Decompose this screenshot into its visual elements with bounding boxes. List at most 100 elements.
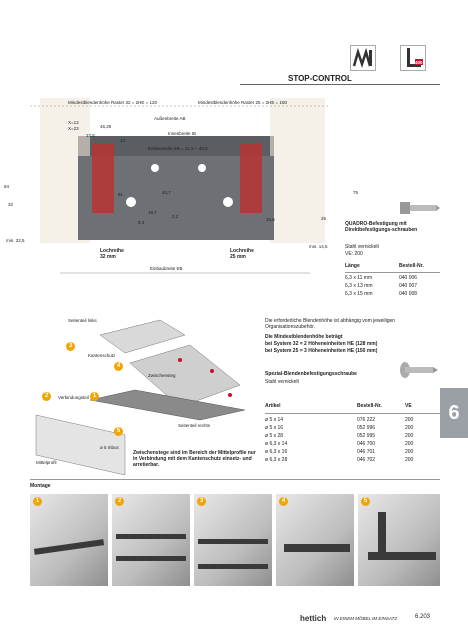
chapter-tab: 6 <box>440 388 468 438</box>
quadro-line1: Stahl vernickelt <box>345 244 379 250</box>
label-32: 32 <box>8 202 14 207</box>
quadro-row-1-nr: 040 006 <box>399 275 418 281</box>
label-lochreihe-32: Lochreihe 32 mm <box>100 248 124 260</box>
label-einbauweite: Einbauweite EB = 2x X – 40,6 <box>148 146 208 151</box>
label-75: 75 <box>353 190 359 195</box>
label-min-height-25: Mindestblendenhöhe Raster 25 = 2HE = 150 <box>198 100 288 105</box>
quadro-col-bestell: Bestell-Nr. <box>399 263 424 269</box>
spezial-row-3-ve: 200 <box>405 433 414 439</box>
montage-step-3: 3 <box>197 497 206 506</box>
montage-step-5: 5 <box>361 497 370 506</box>
page-number: 6.203 <box>415 614 431 620</box>
montage-photo-2: 2 <box>112 494 190 586</box>
spezial-row-6-art: ø 6,3 x 28 <box>265 457 288 463</box>
spezial-row-5-ve: 200 <box>405 449 414 455</box>
montage-step-4: 4 <box>279 497 288 506</box>
info-p4: bei System 25 = 3 Höheneinheiten HE (150… <box>265 348 378 354</box>
quadro-screw-icon <box>400 198 440 218</box>
header-divider <box>240 84 440 85</box>
spezial-row-6-ve: 200 <box>405 457 414 463</box>
quadro-row-2-nr: 040 007 <box>399 283 418 289</box>
quadro-row-1-len: 6,3 x 11 mm <box>345 275 373 281</box>
label-aussenbreite: Außenbreite AB <box>154 116 186 121</box>
brand-logo: hettich <box>300 614 327 623</box>
label-verbindungsteil: Verbindungsteil <box>58 395 89 400</box>
spezial-col-ve: VE <box>405 403 412 409</box>
info-p3: bei System 32 = 2 Höheneinheiten HE (128… <box>265 341 378 347</box>
assembly-drawing: Seitenteil links Kantenschutz Zwischenst… <box>30 315 260 476</box>
label-13: 13 <box>120 138 126 143</box>
montage-photo-5: 5 <box>358 494 440 586</box>
stop-control-icon <box>350 45 376 71</box>
label-innenbreite: Innenbreite IB <box>168 131 197 136</box>
spezial-row-1-nr: 076 222 <box>357 417 376 423</box>
montage-photo-3: 3 <box>194 494 272 586</box>
quadro-row-3-nr: 040 008 <box>399 291 418 297</box>
label-15-6: 15,6 <box>266 217 275 222</box>
callout-5: 5 <box>114 427 123 436</box>
label-46-25: 46,25 <box>100 124 112 129</box>
label-seitenteil-rechts: Seitenteil rechts <box>178 423 211 428</box>
label-91: 91 <box>118 192 124 197</box>
spezial-row-4-art: ø 6,3 x 14 <box>265 441 288 447</box>
montage-photo-4: 4 <box>276 494 354 586</box>
label-min-22-5: min. 22,5 <box>6 238 25 243</box>
callout-1: 1 <box>90 392 99 401</box>
spezial-row-3-art: ø 5 x 28 <box>265 433 284 439</box>
quadro-line2: VE: 200 <box>345 251 363 257</box>
spezial-row-4-ve: 200 <box>405 441 414 447</box>
montage-photo-1: 1 <box>30 494 108 586</box>
assembly-note: Zwischenstege sind im Bereich der Mittel… <box>133 450 256 468</box>
spezial-row-2-ve: 200 <box>405 425 414 431</box>
spezial-row-1-art: ø 5 x 14 <box>265 417 284 423</box>
spezial-row-5-art: ø 6,3 x 16 <box>265 449 288 455</box>
spezial-row-5-nr: 046 701 <box>357 449 376 455</box>
spezial-row-6-nr: 046 702 <box>357 457 376 463</box>
label-84: 84 <box>4 184 10 189</box>
technical-drawing: Mindestblendenhöhe Raster 32 = 2HE = 120… <box>4 98 358 278</box>
spezial-screw-icon <box>400 360 438 380</box>
label-kantenschutz: Kantenschutz <box>88 353 116 358</box>
callout-2: 2 <box>42 392 51 401</box>
spezial-row-1-ve: 200 <box>405 417 414 423</box>
label-25: 25 <box>321 216 327 221</box>
icon-badge: 400 <box>415 60 423 65</box>
label-18-7: 18,7 <box>148 210 157 215</box>
montage-step-2: 2 <box>115 497 124 506</box>
drawing-svg <box>30 98 330 274</box>
spezial-col-artikel: Artikel <box>265 403 281 409</box>
label-x23: X=23 <box>68 126 79 131</box>
spezial-sub: Stahl vernickelt <box>265 379 299 385</box>
label-min-height-32: Mindestblendenhöhe Raster 32 = 2HE = 120 <box>68 100 158 105</box>
spezial-row-2-nr: 052 996 <box>357 425 376 431</box>
label-x13: X=13 <box>68 120 79 125</box>
brand-slogan: IN EINEM MÖBEL IM EINSATZ <box>334 616 398 621</box>
quadro-title: QUADRO-Befestigung mit Direktbefestigung… <box>345 221 418 233</box>
callout-3: 3 <box>66 342 75 351</box>
spezial-row-2-art: ø 5 x 16 <box>265 425 284 431</box>
spezial-row-4-nr: 046 700 <box>357 441 376 447</box>
quadro-row-3-len: 6,3 x 15 mm <box>345 291 373 297</box>
label-min-14-5: min. 14,5 <box>309 244 328 249</box>
info-p2: Die Mindestblendenhöhe beträgt <box>265 334 343 340</box>
label-17-5: 17,5 <box>86 133 95 138</box>
montage-step-1: 1 <box>33 497 42 506</box>
label-zwischensteg: Zwischensteg <box>148 373 176 378</box>
spezial-row-3-nr: 052 995 <box>357 433 376 439</box>
label-schraube: ø 5 Inbus <box>100 445 119 450</box>
spezial-title: Spezial-Blendenbefestigungsschraube <box>265 371 357 377</box>
label-lochreihe-25: Lochreihe 25 mm <box>230 248 254 260</box>
callout-4: 4 <box>114 362 123 371</box>
page-title: STOP-CONTROL <box>288 74 352 83</box>
quadro-col-laenge: Länge <box>345 263 360 269</box>
montage-title: Montage <box>30 483 51 489</box>
height-400-icon: 400 <box>400 45 426 71</box>
quadro-divider <box>345 272 440 273</box>
label-seitenteil-links: Seitenteil links <box>68 318 97 323</box>
label-einbaubreite: Einbaubreite EB <box>150 266 183 271</box>
montage-divider <box>30 479 440 480</box>
label-3-2: 3,2 <box>172 214 179 219</box>
quadro-row-2-len: 6,3 x 13 mm <box>345 283 373 289</box>
label-mittelprofil: Mittelprofil <box>36 460 57 465</box>
label-8-3: 8,3 <box>138 220 145 225</box>
